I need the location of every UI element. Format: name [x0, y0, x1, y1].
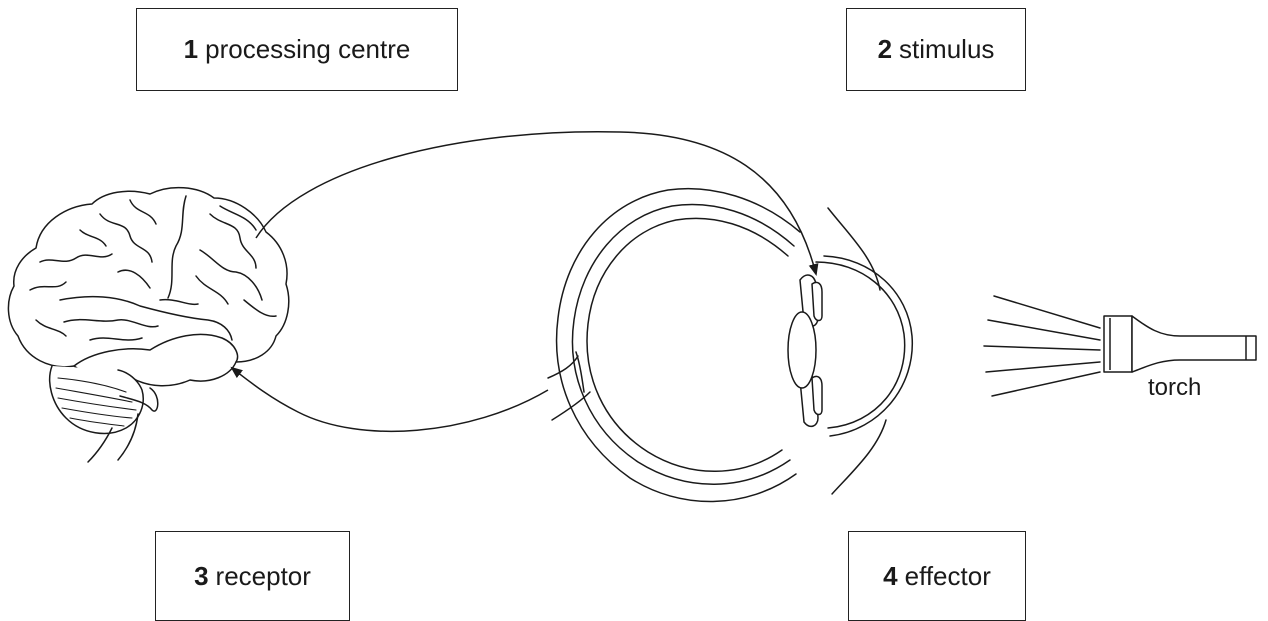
motor-nerve-pathway — [256, 132, 816, 274]
eye-icon — [548, 189, 912, 502]
brain-icon — [8, 188, 288, 462]
torch-label: torch — [1148, 374, 1201, 402]
torch-icon — [1104, 316, 1256, 372]
sensory-nerve-pathway — [232, 368, 548, 431]
light-rays — [984, 296, 1100, 396]
